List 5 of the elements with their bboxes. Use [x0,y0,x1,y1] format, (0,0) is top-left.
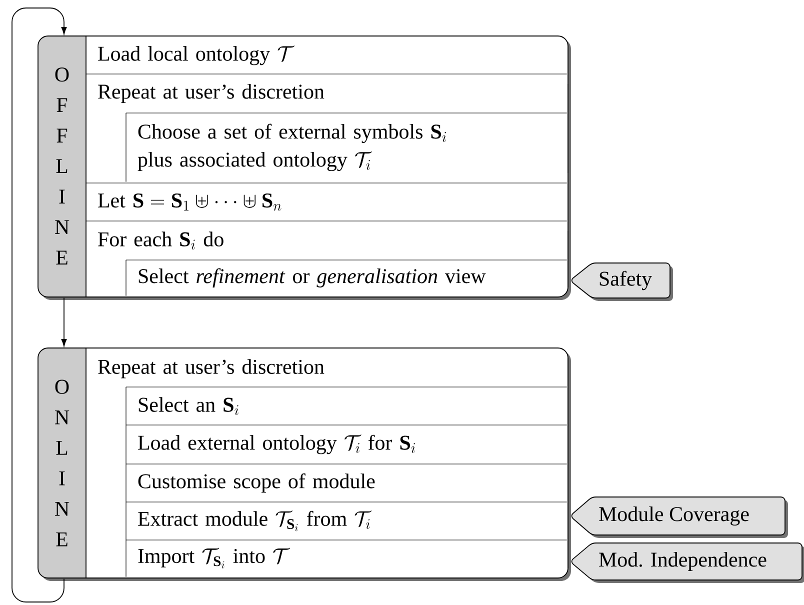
callout-tag: Module Coverage [571,496,788,538]
arrow [61,297,67,346]
callout-tag: Safety [571,262,673,301]
callout-tag: Mod. Independence [571,542,804,583]
arrow [12,8,67,602]
